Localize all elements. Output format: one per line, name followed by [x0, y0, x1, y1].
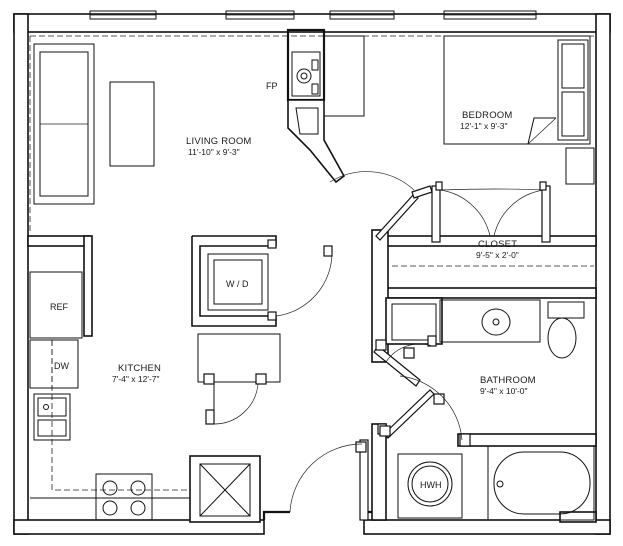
- bathroom-name: BATHROOM: [480, 375, 536, 386]
- fireplace: [286, 28, 365, 184]
- bathtub: [487, 445, 595, 521]
- closet-dims: 9'-5" x 2'-0": [476, 250, 519, 260]
- bathroom-doors: [373, 335, 463, 441]
- nightstand: [565, 147, 595, 185]
- dishwasher: [29, 339, 79, 389]
- toilet-tank: [547, 301, 585, 319]
- entry-door: [289, 439, 369, 521]
- living-room-name: LIVING ROOM: [186, 136, 252, 147]
- interior-walls: [27, 181, 597, 521]
- kitchen-dims: 7'-4" x 12'-7": [112, 374, 160, 384]
- toilet-bowl: [547, 317, 577, 359]
- vanity: [439, 299, 541, 343]
- washer-dryer-label: W / D: [226, 279, 249, 289]
- bed: [443, 35, 591, 145]
- bedroom-dims: 12'-1" x 9'-3": [460, 121, 508, 131]
- pantry-closet: [197, 333, 281, 425]
- bathroom-fixtures: [397, 299, 595, 521]
- refrigerator-label: REF: [50, 302, 69, 312]
- living-room-dims: 11'-10" x 9'-3": [188, 147, 240, 157]
- bathroom-dims: 9'-4" x 10'-0": [480, 386, 528, 396]
- refrigerator: [29, 271, 83, 339]
- range: [95, 473, 153, 521]
- laundry-closet: [191, 235, 333, 327]
- coffee-table: [109, 81, 155, 167]
- exterior-walls: [13, 10, 611, 535]
- dishwasher-label: DW: [54, 361, 69, 371]
- water-heater-label: HWH: [420, 480, 442, 490]
- sofa: [33, 43, 95, 205]
- bedroom-name: BEDROOM: [462, 110, 513, 121]
- kitchen-counters: [29, 271, 190, 521]
- fireplace-label: FP: [266, 81, 278, 91]
- mechanical-shaft: [189, 455, 261, 523]
- closet-doors: [329, 171, 545, 241]
- closet-name: CLOSET: [478, 239, 517, 250]
- water-heater-enclosure: [397, 453, 463, 519]
- kitchen-name: KITCHEN: [118, 363, 161, 374]
